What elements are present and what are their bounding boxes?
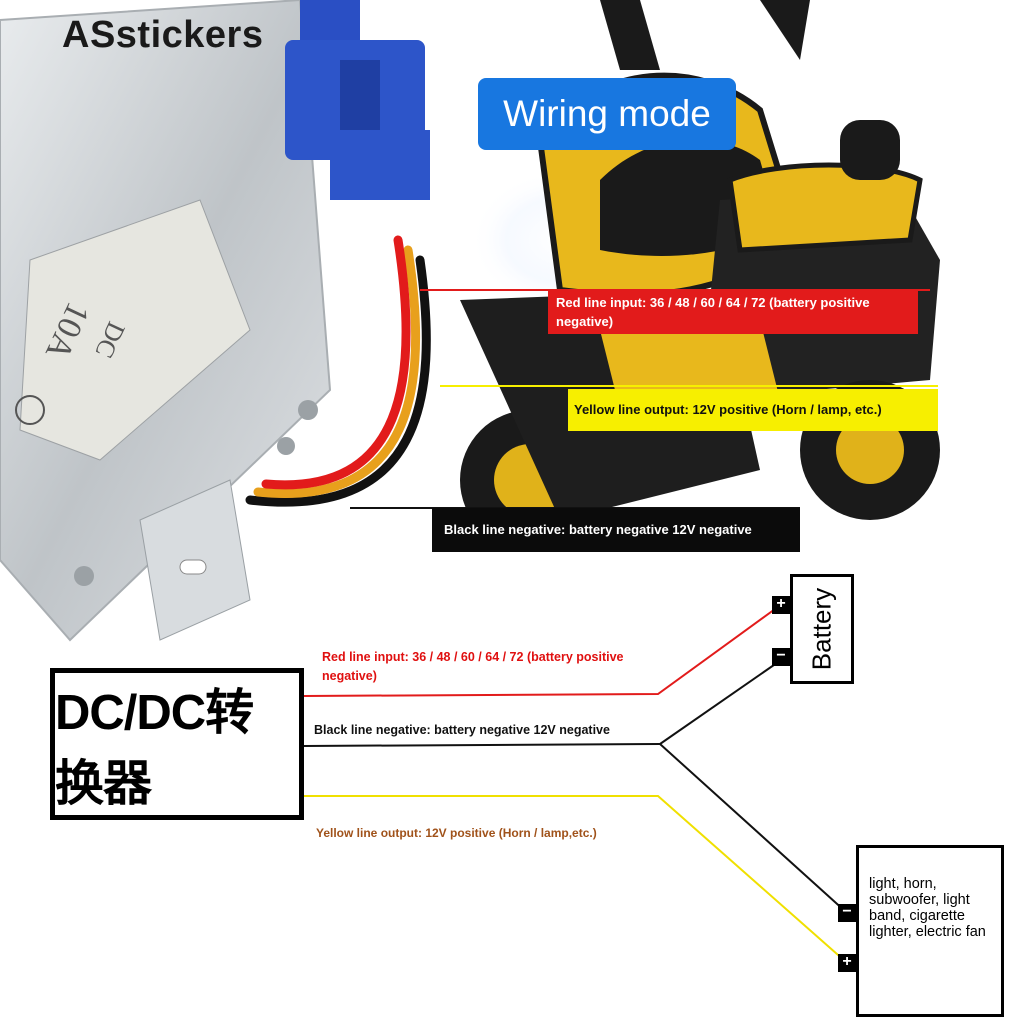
red-wire-label: Red line input: 36 / 48 / 60 / 64 / 72 (… xyxy=(322,650,624,683)
red-wire xyxy=(303,603,783,697)
black-wire-label: Black line negative: battery negative 12… xyxy=(314,723,610,737)
battery-plus-terminal: + xyxy=(772,596,790,614)
converter-label: DC/DC转换器 xyxy=(55,686,254,811)
load-minus-terminal: − xyxy=(838,904,856,922)
wiring-mode-badge: Wiring mode xyxy=(478,78,736,150)
load-box: light, horn, subwoofer, light band, ciga… xyxy=(856,845,1004,1017)
watermark: ASstickers xyxy=(62,14,264,56)
photo-label-yellow: Yellow line output: 12V positive (Horn /… xyxy=(568,389,938,431)
black-wire-to-load xyxy=(659,743,847,913)
photo-wires xyxy=(245,235,431,507)
blue-connector xyxy=(285,0,430,200)
load-label: light, horn, subwoofer, light band, ciga… xyxy=(869,876,986,940)
photo-label-black: Black line negative: battery negative 12… xyxy=(432,508,800,552)
schematic-wires xyxy=(303,603,847,963)
battery-box: Battery xyxy=(790,574,854,684)
converter-photo: 10A DC xyxy=(0,0,332,642)
black-wire xyxy=(303,743,661,747)
photo-label-red: Red line input: 36 / 48 / 60 / 64 / 72 (… xyxy=(548,290,918,334)
black-wire-to-battery xyxy=(659,657,785,745)
yellow-wire-label: Yellow line output: 12V positive (Horn /… xyxy=(316,826,597,840)
battery-label: Battery xyxy=(806,587,837,671)
battery-minus-terminal: − xyxy=(772,648,790,666)
load-plus-terminal: + xyxy=(838,954,856,972)
yellow-wire xyxy=(304,795,847,963)
converter-box: DC/DC转换器 xyxy=(50,668,304,820)
scooter-photo xyxy=(460,0,940,550)
